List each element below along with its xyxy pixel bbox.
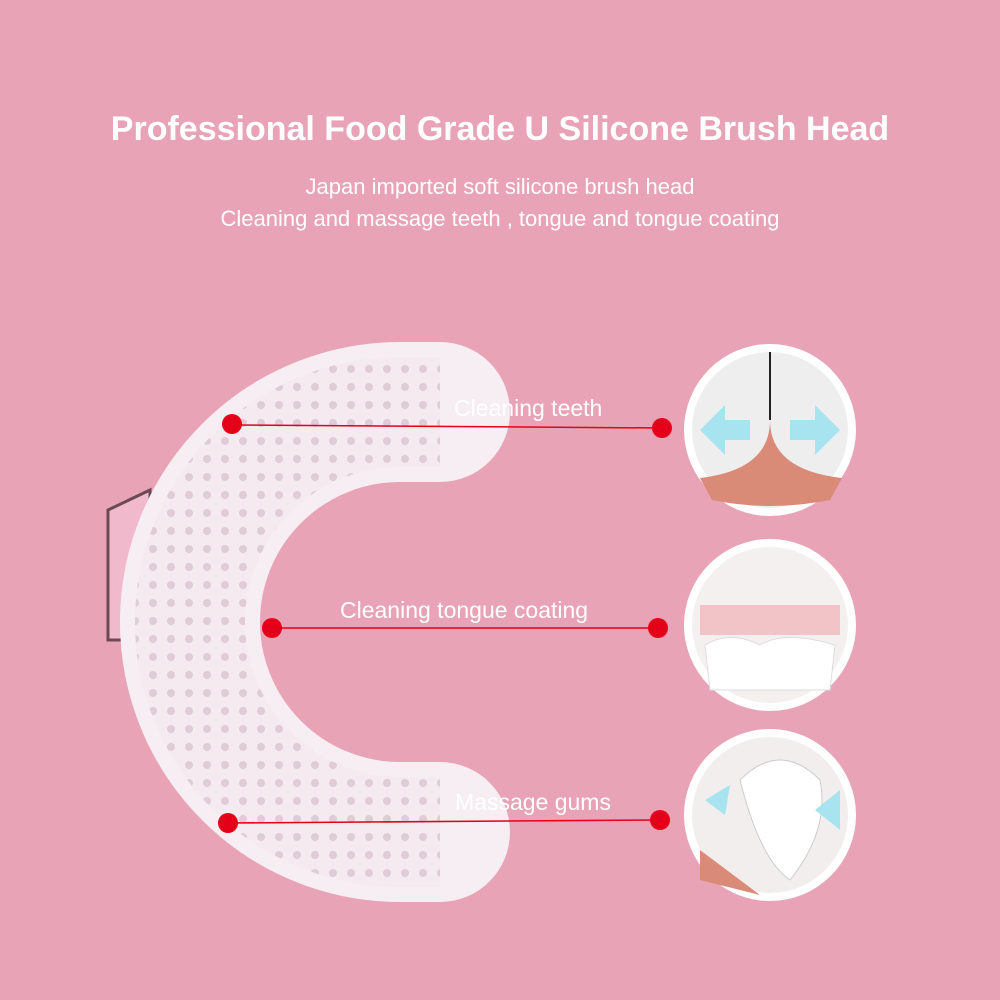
callout-dots	[218, 414, 672, 833]
callout-lines	[227, 424, 663, 824]
feature-label-cleaning-teeth: Cleaning teeth	[454, 395, 603, 421]
page-title: Professional Food Grade U Silicone Brush…	[110, 110, 890, 148]
subtitle-line-2: Cleaning and massage teeth , tongue and …	[220, 206, 780, 231]
u-brush-head-image	[106, 342, 510, 902]
feature-label-massage-gums: Massage gums	[455, 789, 611, 815]
teeth-cleaning-illustration	[684, 344, 856, 516]
subtitle-line-1: Japan imported soft silicone brush head	[305, 174, 695, 199]
tongue-coating-illustration	[684, 539, 856, 711]
gum-massage-illustration	[684, 729, 856, 901]
feature-label-tongue-coating: Cleaning tongue coating	[340, 597, 589, 623]
